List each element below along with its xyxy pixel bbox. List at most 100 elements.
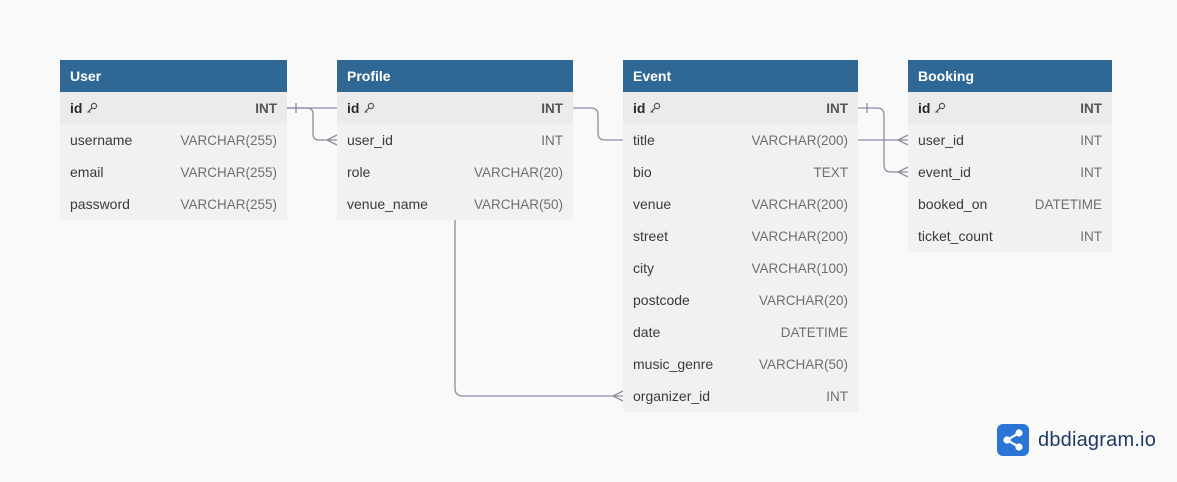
field-name-text: username — [70, 132, 133, 148]
field-type: DATETIME — [1034, 196, 1102, 212]
brand-name: dbdiagram.io — [1038, 428, 1157, 451]
field-name-text: id — [70, 100, 83, 116]
field-name: id — [918, 100, 946, 116]
field-type: INT — [1080, 228, 1102, 244]
table-header[interactable]: Booking — [908, 60, 1112, 92]
field-row[interactable]: booked_on DATETIME — [908, 188, 1112, 220]
field-name-text: title — [633, 132, 655, 148]
field-type: VARCHAR(255) — [180, 196, 277, 212]
many-marker[interactable] — [897, 166, 909, 178]
many-marker[interactable] — [326, 134, 338, 146]
field-row[interactable]: street VARCHAR(200) — [623, 220, 858, 252]
connector-user-profile[interactable] — [287, 107, 337, 141]
field-name-text: street — [633, 228, 669, 244]
field-row[interactable]: email VARCHAR(255) — [60, 156, 287, 188]
field-type: INT — [541, 132, 563, 148]
field-row[interactable]: id INT — [337, 92, 573, 124]
field-name: date — [633, 324, 660, 340]
field-name: bio — [633, 164, 652, 180]
key-icon — [650, 102, 661, 114]
field-row[interactable]: venue_name VARCHAR(50) — [337, 188, 573, 220]
connector-profile-event[interactable] — [573, 107, 623, 141]
field-name-text: user_id — [918, 132, 964, 148]
field-name: ticket_count — [918, 228, 993, 244]
field-row[interactable]: id INT — [623, 92, 858, 124]
field-name-text: id — [918, 100, 931, 116]
field-type: VARCHAR(50) — [473, 196, 563, 212]
table-header[interactable]: Event — [623, 60, 858, 92]
field-row[interactable]: venue VARCHAR(200) — [623, 188, 858, 220]
field-name: password — [70, 196, 130, 212]
field-name: booked_on — [918, 196, 987, 212]
field-type: TEXT — [813, 164, 848, 180]
field-name: id — [347, 100, 375, 116]
field-row[interactable]: event_id INT — [908, 156, 1112, 188]
field-name: user_id — [347, 132, 393, 148]
field-name-text: city — [633, 260, 654, 276]
field-type: INT — [541, 100, 563, 116]
field-type: VARCHAR(20) — [758, 292, 848, 308]
key-icon — [364, 102, 375, 114]
connector-event-booking[interactable] — [858, 107, 908, 173]
field-name-text: user_id — [347, 132, 393, 148]
field-row[interactable]: city VARCHAR(100) — [623, 252, 858, 284]
field-row[interactable]: id INT — [908, 92, 1112, 124]
field-name-text: role — [347, 164, 371, 180]
field-type: INT — [826, 100, 848, 116]
field-type: DATETIME — [780, 324, 848, 340]
many-marker[interactable] — [897, 134, 909, 146]
table-header[interactable]: User — [60, 60, 287, 92]
many-marker[interactable] — [612, 390, 624, 402]
field-name-text: music_genre — [633, 356, 714, 372]
field-name: email — [70, 164, 103, 180]
field-row[interactable]: role VARCHAR(20) — [337, 156, 573, 188]
field-row[interactable]: title VARCHAR(200) — [623, 124, 858, 156]
key-icon — [87, 102, 98, 114]
field-name-text: email — [70, 164, 104, 180]
field-row[interactable]: ticket_count INT — [908, 220, 1112, 252]
field-name: title — [633, 132, 655, 148]
field-row[interactable]: bio TEXT — [623, 156, 858, 188]
field-type: VARCHAR(100) — [751, 260, 848, 276]
field-name-text: booked_on — [918, 196, 988, 212]
field-name: organizer_id — [633, 388, 710, 404]
field-name-text: id — [633, 100, 646, 116]
field-type: INT — [1080, 164, 1102, 180]
field-name-text: ticket_count — [918, 228, 993, 244]
field-row[interactable]: music_genre VARCHAR(50) — [623, 348, 858, 380]
field-name-text: event_id — [918, 164, 971, 180]
field-row[interactable]: postcode VARCHAR(20) — [623, 284, 858, 316]
field-name: city — [633, 260, 654, 276]
field-type: VARCHAR(200) — [751, 196, 848, 212]
connector-profile-organizer[interactable] — [454, 220, 623, 397]
field-type: VARCHAR(255) — [180, 164, 277, 180]
field-name-text: venue — [633, 196, 672, 212]
field-type: INT — [1080, 100, 1102, 116]
field-name: role — [347, 164, 370, 180]
field-row[interactable]: date DATETIME — [623, 316, 858, 348]
field-name: venue — [633, 196, 671, 212]
field-name: postcode — [633, 292, 690, 308]
field-name: street — [633, 228, 668, 244]
field-name: event_id — [918, 164, 971, 180]
field-type: VARCHAR(50) — [758, 356, 848, 372]
field-name-text: postcode — [633, 292, 690, 308]
field-type: VARCHAR(20) — [473, 164, 563, 180]
brand-logo[interactable]: dbdiagram.io — [997, 424, 1156, 456]
field-row[interactable]: password VARCHAR(255) — [60, 188, 287, 220]
table-header[interactable]: Profile — [337, 60, 573, 92]
field-type: VARCHAR(200) — [751, 132, 848, 148]
field-row[interactable]: user_id INT — [337, 124, 573, 156]
field-name-text: organizer_id — [633, 388, 711, 404]
field-name-text: venue_name — [347, 196, 428, 212]
field-type: VARCHAR(200) — [751, 228, 848, 244]
